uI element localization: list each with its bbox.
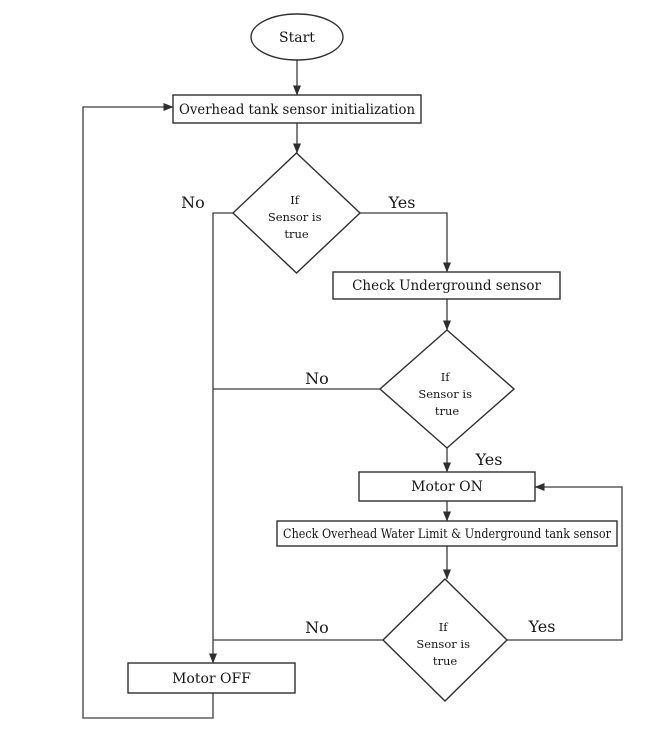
motor-on-label: Motor ON <box>411 479 483 495</box>
start-ellipse <box>250 13 344 61</box>
decision1-no-label: No <box>181 193 205 212</box>
decision2-label: If Sensor is true <box>418 370 475 418</box>
check-underground-node: Check Underground sensor <box>332 271 561 300</box>
edge-decision1-no-to-motor-off <box>209 212 233 664</box>
decision2-node: If Sensor is true <box>378 329 516 449</box>
init-process-label: Overhead tank sensor initialization <box>179 102 415 118</box>
decision2-yes-label: Yes <box>475 450 503 469</box>
edge-decision3-yes-loop-to-motor-on <box>507 483 623 641</box>
decision1-diamond <box>231 152 362 274</box>
decision3-label: If Sensor is true <box>416 620 473 668</box>
init-process-box <box>172 94 422 124</box>
decision1-node: If Sensor is true <box>231 152 362 274</box>
start-node: Start <box>250 13 344 61</box>
decision3-yes-label: Yes <box>528 617 556 636</box>
check-overhead-label: Check Overhead Water Limit & Underground… <box>283 527 612 542</box>
decision3-no-label: No <box>305 618 329 637</box>
motor-on-box <box>358 471 536 502</box>
decision1-label: If Sensor is true <box>268 193 325 241</box>
check-underground-label: Check Underground sensor <box>352 278 541 294</box>
decision1-yes-label: Yes <box>388 193 416 212</box>
init-process-node: Overhead tank sensor initialization <box>172 94 422 124</box>
motor-on-node: Motor ON <box>358 471 536 502</box>
decision3-node: If Sensor is true <box>382 578 508 702</box>
check-overhead-box <box>276 520 618 547</box>
check-underground-box <box>332 271 561 300</box>
check-overhead-node: Check Overhead Water Limit & Underground… <box>276 520 618 547</box>
decision3-diamond <box>382 578 508 702</box>
edge-decision1-yes-to-check-underground <box>360 212 451 273</box>
start-label: Start <box>279 30 315 46</box>
motor-off-box <box>127 662 296 694</box>
edge-motor-off-loop-to-init <box>82 103 214 719</box>
decision2-diamond <box>378 329 516 449</box>
motor-off-label: Motor OFF <box>172 671 251 687</box>
motor-off-node: Motor OFF <box>127 662 296 694</box>
decision2-no-label: No <box>305 369 329 388</box>
